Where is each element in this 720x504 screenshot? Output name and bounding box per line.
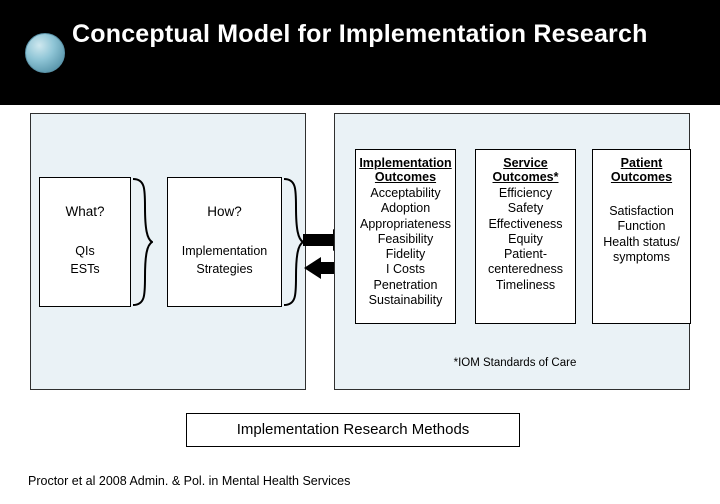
implementation-outcome-item: I Costs <box>386 262 425 277</box>
patient-outcome-item: Satisfaction <box>609 204 674 218</box>
service-outcome-item: Patient- <box>503 247 548 262</box>
service-outcome-item: centeredness <box>487 262 564 277</box>
patient-outcomes-title-line-1: Patient <box>620 156 663 170</box>
how-box: How? Implementation Strategies <box>167 177 282 307</box>
citation-text: Proctor et al 2008 Admin. & Pol. in Ment… <box>28 474 351 488</box>
how-box-line-2: Strategies <box>196 261 253 276</box>
iom-footnote: *IOM Standards of Care <box>453 357 577 369</box>
implementation-outcomes-box: Implementation Outcomes Acceptability Ad… <box>355 149 456 324</box>
how-box-line-1: Implementation <box>181 244 268 258</box>
patient-outcome-item: symptoms <box>613 249 670 264</box>
service-outcomes-box: Service Outcomes* Efficiency Safety Effe… <box>475 149 576 324</box>
patient-outcome-item: Function <box>617 219 666 234</box>
service-outcomes-title-line-2: Outcomes* <box>492 170 559 184</box>
page-title: Conceptual Model for Implementation Rese… <box>72 20 648 48</box>
how-box-heading: How? <box>207 204 242 219</box>
service-outcome-item: Equity <box>508 231 543 246</box>
title-bar: Conceptual Model for Implementation Rese… <box>0 0 720 105</box>
implementation-research-methods-box: Implementation Research Methods <box>186 413 520 447</box>
implementation-outcome-item: Acceptability <box>370 186 441 200</box>
brace-how-icon <box>282 177 304 307</box>
implementation-outcome-item: Feasibility <box>377 231 434 246</box>
what-box-heading: What? <box>65 204 105 219</box>
patient-outcomes-title-line-2: Outcomes <box>610 170 673 184</box>
implementation-outcome-item: Adoption <box>380 201 431 216</box>
patient-outcome-item: Health status/ <box>603 234 680 249</box>
service-outcome-item: Timeliness <box>495 277 556 292</box>
implementation-outcomes-title-line-2: Outcomes <box>374 170 437 184</box>
sphere-logo-icon <box>25 33 65 73</box>
implementation-outcomes-title-line-1: Implementation <box>359 156 452 170</box>
implementation-outcome-item: Fidelity <box>385 247 426 262</box>
what-box-line-2: ESTs <box>70 261 100 276</box>
implementation-outcome-item: Sustainability <box>368 293 443 308</box>
service-outcomes-title-line-1: Service <box>503 156 548 170</box>
service-outcome-item: Efficiency <box>498 186 553 200</box>
brace-what-icon <box>131 177 153 307</box>
what-box: What? QIs ESTs <box>39 177 131 307</box>
diagram-canvas: What? QIs ESTs How? Implementation Strat… <box>0 105 720 504</box>
service-outcome-item: Safety <box>507 201 544 216</box>
patient-outcomes-box: Patient Outcomes Satisfaction Function H… <box>592 149 691 324</box>
service-outcome-item: Effectiveness <box>488 216 563 231</box>
what-box-line-1: QIs <box>75 244 95 258</box>
implementation-outcome-item: Penetration <box>373 277 438 292</box>
implementation-outcome-item: Appropriateness <box>359 216 452 231</box>
